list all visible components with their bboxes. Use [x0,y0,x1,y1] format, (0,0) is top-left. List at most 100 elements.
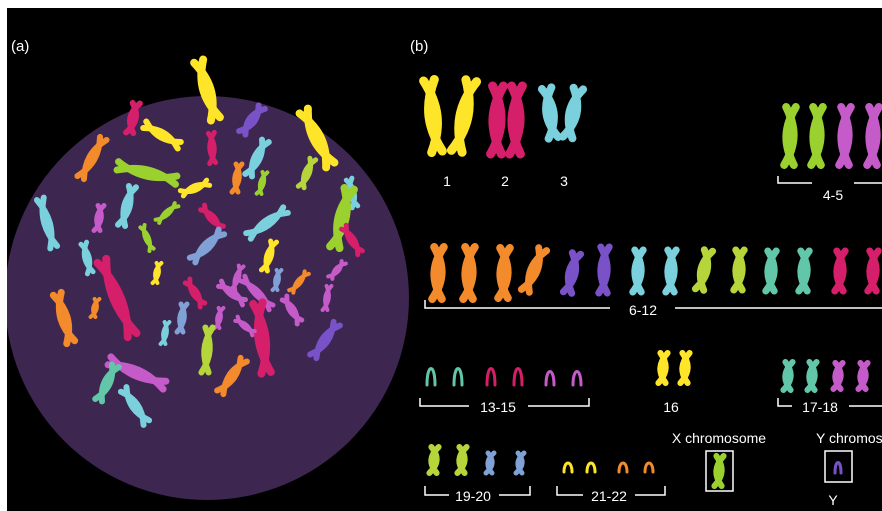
nucleus-chromosome [150,261,164,285]
label-group-13-15: 13-15 [480,399,516,415]
nucleus-chromosome [326,183,358,253]
label-group-6-12: 6-12 [629,302,657,318]
nucleus-chromosome [233,314,257,338]
label-group-21-22: 21-22 [591,488,627,504]
nucleus-chromosome [174,301,190,335]
label-chromosome-16: 16 [663,399,679,415]
bracket-21-22 [556,486,666,496]
chromosome-10a [691,246,717,294]
scattered-chromosomes [33,55,365,428]
chromosome-17b [804,359,820,393]
label-chromosome-3: 3 [560,173,568,189]
chromosome-6b [459,243,479,303]
nucleus-chromosome [216,278,248,308]
label-chromosome-1: 1 [443,173,451,189]
nucleus-chromosome [198,324,216,376]
nucleus-chromosome [74,133,110,183]
nucleus-circle [7,96,409,500]
chromosome-11a [762,247,780,295]
chromosome-6a [428,243,448,303]
nucleus-chromosome [242,136,272,180]
nucleus-chromosome [205,129,219,167]
chromosome-12b [864,247,882,295]
nucleus-chromosome [254,170,270,196]
nucleus-chromosome [153,201,181,225]
nucleus-chromosome [158,320,172,346]
label-y-chromosome: Y chromosome [816,430,882,446]
panel-a-label: (a) [11,38,29,55]
nucleus-chromosome [123,99,143,137]
nucleus-chromosome [117,384,153,428]
nucleus-chromosome [326,259,348,281]
nucleus-chromosome [249,298,275,378]
nucleus-chromosome [33,194,61,252]
nucleus-chromosome [238,273,276,313]
chromosome-4a [780,103,800,169]
nucleus-chromosome [140,118,184,152]
nucleus-chromosome [287,269,311,295]
y-chromosome [833,461,843,475]
chromosome-7a [494,244,514,302]
chromosome-22b [643,461,655,474]
nucleus-chromosome [186,226,228,266]
nucleus-chromosome [339,222,365,258]
nucleus-chromosome [307,318,343,362]
bracket-4-5 [777,176,882,184]
chromosome-4b [807,103,827,169]
nucleus-chromosome [138,222,156,254]
nucleus-chromosome [93,254,141,342]
chromosome-14b [512,367,524,387]
bracket-19-20 [424,486,531,496]
nucleus-chromosome [258,238,280,274]
nucleus-chromosome [92,361,122,405]
chromosome-21b [585,461,597,474]
chromosome-3a [537,83,563,143]
karyotype-figure: (a) (b) 1 2 3 4-5 6-12 13-15 16 17-18 19… [7,8,882,511]
chromosome-21a [562,461,574,474]
chromosome-1b [446,75,482,157]
nucleus-panel [7,55,409,500]
bracket-6-12 [424,300,882,309]
nucleus-chromosome [295,155,319,191]
nucleus-chromosome [229,161,245,195]
chromosome-16b [677,350,693,386]
chromosome-8b [595,243,613,297]
chromosome-20a [483,450,497,476]
chromosome-22a [617,461,629,474]
nucleus-chromosome [177,177,213,199]
chromosome-13a [425,367,437,387]
nucleus-chromosome [182,276,208,310]
nucleus-chromosome [115,183,139,229]
chromosome-20b [513,450,527,476]
chromosome-12a [831,247,849,295]
bracket-17-18 [777,398,882,407]
nucleus-chromosome [214,354,250,398]
chromosome-9a [629,246,647,296]
nucleus-chromosome [49,288,79,348]
chromosome-15b [571,370,583,387]
nucleus-chromosome [243,204,291,242]
chromosome-14a [485,367,497,387]
label-y: Y [828,492,838,508]
x-chromosome [711,453,727,489]
chromosome-19b [454,444,470,476]
chromosome-13b [452,367,464,387]
chromosome-18a [830,360,846,392]
chromosome-10b [730,246,748,294]
chromosome-5b [863,103,882,169]
chromosome-7b [517,244,551,296]
figure-canvas: (a) (b) 1 2 3 4-5 6-12 13-15 16 17-18 19… [7,38,882,508]
chromosome-9b [662,246,680,296]
chromosome-15a [544,370,556,387]
label-group-17-18: 17-18 [802,399,838,415]
chromosome-19a [426,444,442,476]
chromosome-5a [835,103,855,169]
group-brackets [419,176,882,496]
nucleus-chromosome [270,268,284,292]
chromosome-1a [419,74,447,158]
nucleus-chromosome [88,297,102,319]
label-x-chromosome: X chromosome [672,430,766,446]
chromosome-16a [655,350,671,386]
label-group-19-20: 19-20 [455,488,491,504]
y-chromosome-box [824,450,853,483]
